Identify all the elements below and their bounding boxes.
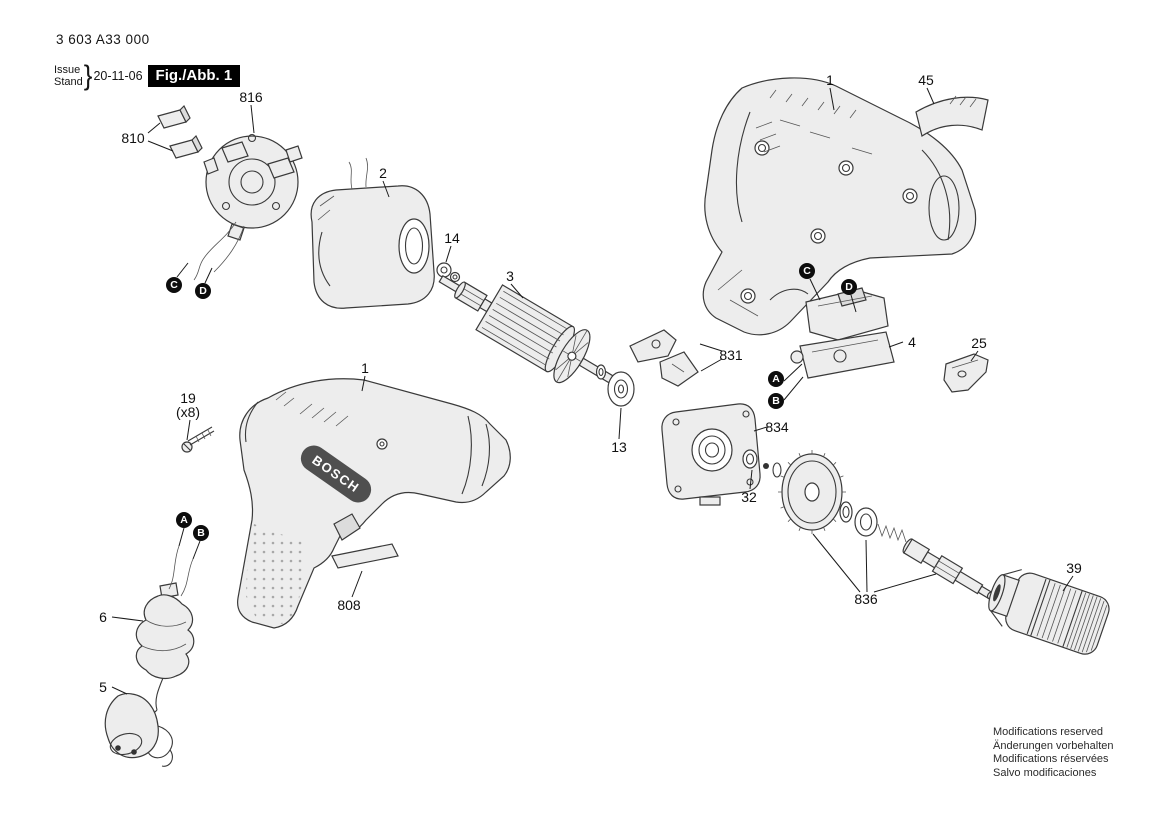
notice-line-en: Modifications reserved [993,726,1104,738]
support-foot-drawing [943,353,989,393]
part-label-6: 6 [99,609,107,625]
part-label-25: 25 [971,335,987,351]
carbon-brushes-drawing [157,104,203,159]
part-label-831: 831 [719,347,743,363]
bushing-drawing [742,449,782,478]
part-label-808: 808 [337,597,361,613]
callout-c-switch: C [799,263,815,279]
spacer-bearing-drawing [436,262,461,283]
part-label-816: 816 [239,89,263,105]
part-label-3: 3 [506,268,514,284]
brush-plate-drawing [193,133,303,281]
label-plate-drawing [331,543,399,569]
housing-half-drawing [702,77,977,336]
part-label-4: 4 [908,334,916,350]
power-cord-drawing [104,693,173,767]
callout-c-brushes: C [166,277,182,293]
leader-lines [111,87,1074,695]
part-label-1-body: 1 [361,360,369,376]
part-label-836: 836 [854,591,878,607]
cord-grommet-drawing [135,582,195,711]
part-label-39: 39 [1066,560,1082,576]
issue-date: 20-11-06 [93,68,143,83]
brace-glyph: } [83,59,93,91]
issue-row: Issue Stand } 20-11-06 Fig./Abb. 1 [54,59,241,91]
part-label-19: 19 [180,390,196,406]
part-label-810: 810 [121,130,145,146]
lever-drawing [629,329,699,387]
part-label-834: 834 [765,419,789,435]
issue-label: Issue [54,63,81,76]
callout-b-cord: B [193,525,209,541]
notice-line-fr: Modifications réservées [993,753,1109,765]
part-label-5: 5 [99,679,107,695]
issue-stand-labels: Issue Stand [54,64,83,88]
part-label-32: 32 [741,489,757,505]
stand-label: Stand [54,75,83,88]
notice-line-de: Änderungen vorbehalten [993,739,1114,752]
screw-drawing [181,426,215,453]
stator-drawing [310,157,435,309]
part-label-14: 14 [444,230,460,246]
part-label-2: 2 [379,165,387,181]
modifications-notice: Modifications reserved Änderungen vorbeh… [993,726,1113,780]
chuck-drawing [988,569,1110,655]
gear-assembly-drawing [778,450,994,600]
part-label-19-qty: (x8) [175,404,201,420]
switch-module-drawing [790,287,895,379]
callout-a-switch: A [768,371,784,387]
callout-a-cord: A [176,512,192,528]
motor-body-drawing: BOSCH [237,378,511,629]
cover-strip-drawing [915,95,989,137]
bearing-flange-drawing [661,403,761,506]
callout-d-switch: D [841,279,857,295]
notice-line-es: Salvo modificaciones [993,766,1097,779]
bearing-drawing [595,364,635,407]
part-label-13: 13 [611,439,627,455]
wiring-drawing [168,545,194,597]
callout-b-switch: B [768,393,784,409]
part-label-45: 45 [918,72,934,88]
figure-number-box: Fig./Abb. 1 [147,64,241,87]
part-number: 3 603 A33 000 [56,32,150,47]
callout-d-brushes: D [195,283,211,299]
part-label-1-housing: 1 [826,72,834,88]
